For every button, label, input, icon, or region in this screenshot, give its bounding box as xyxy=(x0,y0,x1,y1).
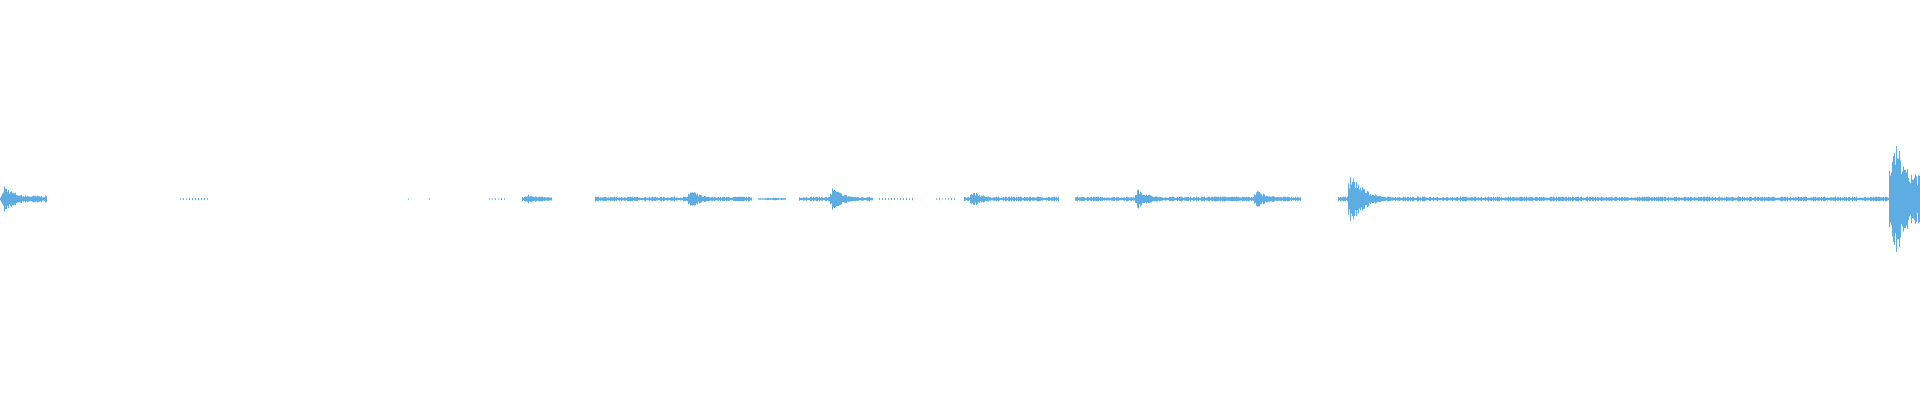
waveform-segment xyxy=(1338,177,1890,221)
waveform-segment xyxy=(1212,191,1301,207)
waveform-segment xyxy=(1889,146,1920,252)
waveform-segment-trace xyxy=(1889,146,1920,252)
waveform-segment xyxy=(0,186,47,212)
waveform-segment-trace xyxy=(936,197,955,201)
waveform-segment xyxy=(489,198,505,200)
waveform-trace xyxy=(0,146,1920,252)
waveform-segment-trace xyxy=(758,197,786,201)
waveform-segment-trace xyxy=(595,192,752,206)
waveform-segment-trace xyxy=(964,193,1059,205)
waveform-segment-trace xyxy=(180,197,208,201)
waveform-segment-trace xyxy=(522,194,552,204)
waveform-segment-trace xyxy=(879,197,913,201)
waveform-segment xyxy=(879,197,913,201)
waveform-segment xyxy=(936,197,955,201)
waveform-segment xyxy=(799,188,873,210)
waveform-segment xyxy=(595,192,752,206)
waveform-segment-trace xyxy=(0,186,47,212)
waveform-segment xyxy=(758,197,786,201)
waveform-segment-trace xyxy=(799,188,873,210)
waveform-segment xyxy=(180,197,208,201)
waveform-segment xyxy=(964,193,1059,205)
waveform-segment-trace xyxy=(1338,177,1890,221)
waveform-segment-trace xyxy=(1212,191,1301,207)
waveform-segment-trace xyxy=(489,198,505,200)
waveform-segment xyxy=(522,194,552,204)
